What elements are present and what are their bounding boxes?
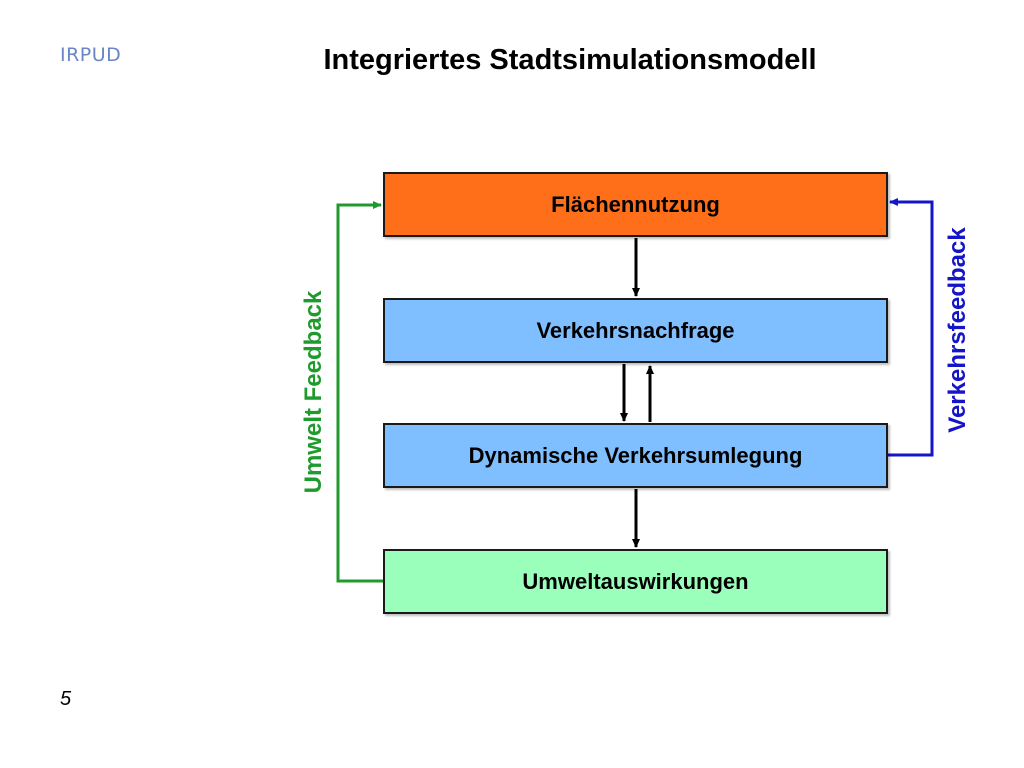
page-number: 5: [60, 688, 72, 710]
box-verkehrsumlegung: Dynamische Verkehrsumlegung: [383, 423, 888, 488]
umwelt-feedback-loop: [336, 201, 383, 583]
box-flaechennutzung: Flächennutzung: [383, 172, 888, 237]
irpud-logo: IRPUD: [60, 44, 122, 66]
box-verkehrsnachfrage: Verkehrsnachfrage: [383, 298, 888, 363]
verkehrsfeedback-label: Verkehrsfeedback: [944, 227, 971, 433]
verkehrs-feedback-loop: [888, 198, 934, 457]
umwelt-feedback-label: Umwelt Feedback: [300, 290, 327, 494]
slide-title: Integriertes Stadtsimulationsmodell: [323, 44, 817, 76]
box-umweltauswirkungen: Umweltauswirkungen: [383, 549, 888, 614]
